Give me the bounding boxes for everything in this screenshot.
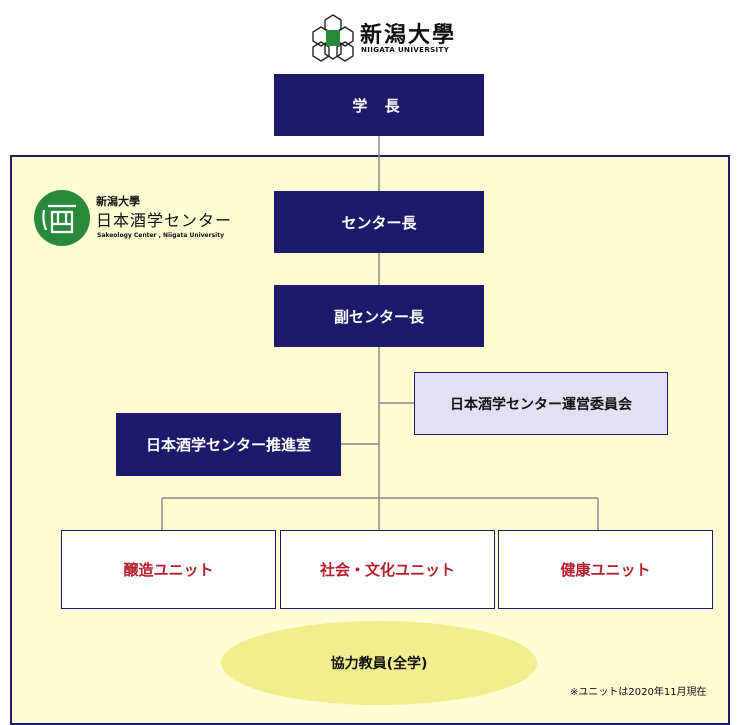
university-logo: 新潟大學 NIIGATA UNIVERSITY	[310, 13, 470, 63]
director-box: センター長	[274, 191, 484, 253]
university-emblem-icon	[312, 14, 354, 62]
unit-health: 健康ユニット	[498, 530, 713, 609]
committee-box: 日本酒学センター運営委員会	[414, 372, 668, 435]
university-name-en: NIIGATA UNIVERSITY	[361, 46, 450, 54]
cooperating-faculty-ellipse: 協力教員(全学)	[221, 621, 537, 705]
promotion-office-box: 日本酒学センター推進室	[116, 413, 341, 476]
sake-glyph-icon	[42, 204, 76, 234]
president-box: 学 長	[274, 74, 484, 136]
unit-society-culture: 社会・文化ユニット	[280, 530, 495, 609]
sake-center-name: 日本酒学センター	[96, 211, 233, 230]
sake-center-university: 新潟大學	[96, 195, 140, 208]
sake-center-emblem-icon	[34, 190, 90, 246]
cooperating-faculty-label: 協力教員(全学)	[330, 656, 428, 672]
vice-director-box: 副センター長	[274, 285, 484, 347]
university-name: 新潟大學	[360, 22, 457, 48]
sake-center-logo: 新潟大學 日本酒学センター Sakeology Center , Niigata…	[34, 190, 264, 250]
footnote: ※ユニットは2020年11月現在	[570, 687, 707, 698]
sake-center-name-en: Sakeology Center , Niigata University	[97, 232, 224, 239]
unit-brewing: 醸造ユニット	[61, 530, 276, 609]
